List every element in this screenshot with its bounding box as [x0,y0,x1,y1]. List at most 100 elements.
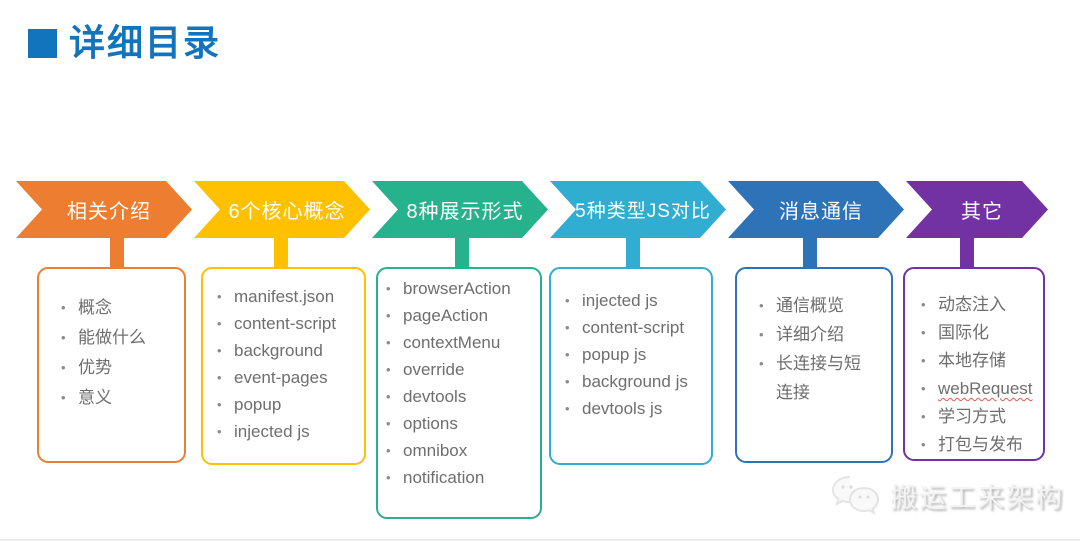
chevron-display-forms: 8种展示形式 [372,181,548,238]
list-item: 国际化 [919,319,1041,347]
detail-box-messaging: 通信概览详细介绍长连接与短连接 [735,267,893,463]
chevron-label: 相关介绍 [67,201,151,223]
detail-list: 概念能做什么优势意义 [39,269,184,413]
list-item: override [384,356,538,383]
detail-box-js-types: injected js content-script popup js backgro… [549,267,713,465]
list-item-text: 动态注入 [938,295,1006,314]
list-item-text: popup js [582,345,647,364]
list-item-text: omnibox [403,441,468,460]
list-item: popup [215,391,360,418]
wechat-logo-icon [831,476,880,516]
list-item: popup js [563,341,707,368]
detail-list: 通信概览详细介绍长连接与短连接 [737,269,891,407]
connector-stem [455,236,469,269]
list-item-text: background [234,341,323,360]
watermark-text: 搬运工来架构 [890,482,1064,513]
list-item: injected js [215,418,360,445]
list-item-text: event-pages [234,368,328,387]
list-item: 详细介绍 [757,320,875,349]
list-item-text: 详细介绍 [776,325,844,344]
slide-title-row: 详细目录 [28,14,221,66]
list-item: 长连接与短连接 [757,349,875,407]
list-item-text: content-script [582,318,685,337]
list-item: background js [563,368,707,395]
connector-stem [803,236,817,269]
list-item: content-script [563,314,707,341]
list-item-text: injected js [582,291,658,310]
list-item: 打包与发布 [919,431,1041,459]
detail-box-core-concepts: manifest.json content-script background eve… [201,267,366,465]
list-item-text: 本地存储 [938,351,1006,370]
list-item-text: 学习方式 [938,407,1006,426]
list-item-text: background js [582,372,688,391]
list-item: 能做什么 [59,323,178,353]
detail-box-others: 动态注入国际化本地存储 webRequest 学习方式打包与发布 [903,267,1045,461]
detail-list: manifest.json content-script background eve… [203,269,364,445]
detail-list: injected js content-script popup js backgro… [551,269,711,422]
list-item: 通信概览 [757,291,875,320]
list-item: omnibox [384,437,538,464]
list-item: 优势 [59,353,178,383]
chevron-label: 5种类型JS对比 [575,201,711,222]
list-item-text: 国际化 [938,323,989,342]
list-item-text: browserAction [403,279,511,298]
list-item-text: content-script [234,314,337,333]
connector-stem [626,236,640,269]
list-item: browserAction [384,275,538,302]
square-bullet-icon [28,28,57,58]
chevron-core-concepts: 6个核心概念 [194,181,370,238]
list-item: notification [384,464,538,491]
list-item-text: 意义 [78,388,112,407]
list-item: injected js [563,287,707,314]
list-item-text: devtools js [582,399,663,418]
detail-box-display-forms: browserAction pageAction contextMenu overri… [376,267,542,519]
list-item: 学习方式 [919,403,1041,431]
chevron-messaging: 消息通信 [728,181,904,238]
list-item-text: 概念 [78,298,112,317]
list-item-text: contextMenu [403,333,501,352]
list-item-text: 打包与发布 [938,435,1023,454]
list-item: content-script [215,310,360,337]
list-item: contextMenu [384,329,538,356]
list-item-text: devtools [403,387,467,406]
detail-list: browserAction pageAction contextMenu overri… [378,269,540,491]
list-item-text: webRequest [938,379,1033,398]
list-item: 概念 [59,293,178,323]
list-item-text: 能做什么 [78,328,146,347]
chevron-label: 8种展示形式 [406,201,524,223]
list-item: 动态注入 [919,291,1041,319]
chevron-label: 6个核心概念 [228,201,346,223]
list-item: devtools js [563,395,707,422]
connector-stem [960,236,974,269]
list-item-text: 优势 [78,358,112,377]
list-item: pageAction [384,302,538,329]
chevron-related-intro: 相关介绍 [16,181,192,238]
list-item: manifest.json [215,283,360,310]
connector-stem [274,236,288,269]
watermark: 搬运工来架构 [830,474,1064,516]
list-item-text: injected js [234,422,310,441]
list-item: webRequest [919,375,1041,403]
slide-bottom-edge [0,539,1080,541]
list-item: 意义 [59,383,178,413]
list-item-text: notification [403,468,485,487]
list-item: devtools [384,383,538,410]
list-item-text: pageAction [403,306,489,325]
list-item-text: options [403,414,458,433]
detail-box-related-intro: 概念能做什么优势意义 [37,267,186,463]
connector-stem [110,236,124,269]
chevron-label: 消息通信 [779,201,863,223]
chevron-label: 其它 [961,201,1003,223]
detail-list: 动态注入国际化本地存储 webRequest 学习方式打包与发布 [905,269,1043,459]
list-item: event-pages [215,364,360,391]
list-item: background [215,337,360,364]
list-item: options [384,410,538,437]
list-item-text: 长连接与短连接 [776,354,861,402]
list-item: 本地存储 [919,347,1041,375]
chevron-js-types: 5种类型JS对比 [550,181,726,238]
list-item-text: popup [234,395,282,414]
chevron-others: 其它 [906,181,1048,238]
list-item-text: 通信概览 [776,296,844,315]
list-item-text: manifest.json [234,287,335,306]
